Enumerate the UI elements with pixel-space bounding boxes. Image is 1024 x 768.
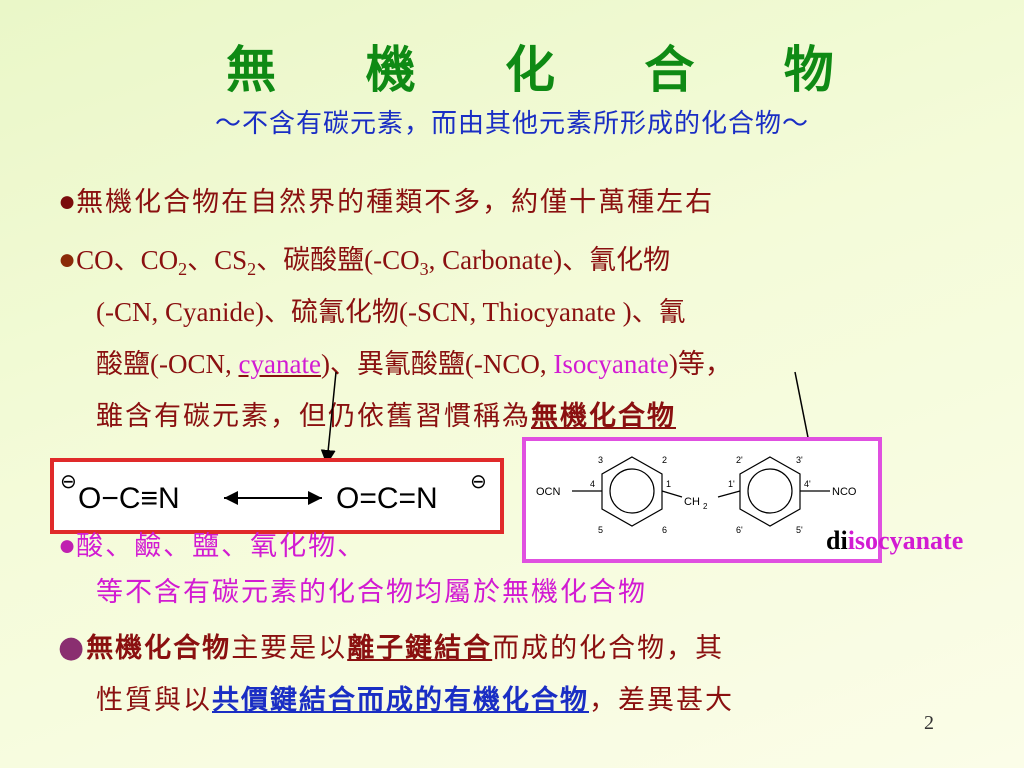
bullet-1-text: 無機化合物在自然界的種類不多，約僅十萬種左右 [76,187,715,218]
bullet-dot-icon: ● [58,243,77,276]
resonance-arrowhead-left-icon [224,491,238,505]
ring-label: 1' [728,479,735,489]
diisocyanate-svg: OCN NCO CH 2 3 2 5 6 1 4 2' 3' 6' 5' 1' … [536,455,857,535]
bridge-ch: CH [684,496,700,508]
slide-subtitle: ～不含有碳元素，而由其他元素所形成的化合物～ [214,109,809,139]
bullet-1: ●無機化合物在自然界的種類不多，約僅十萬種左右 [58,176,978,229]
ring-label: 2' [736,455,743,465]
bullet-4: ●無機化合物主要是以離子鍵結合而成的化合物，其 性質與以共價鍵結合而成的有機化合… [58,622,998,727]
ring-label: 5 [598,525,603,535]
inorganic-keyword: 無機化合物 [531,401,676,432]
cyanate-term: cyanate [238,349,321,379]
bullet-dot-icon: ● [58,630,87,665]
bullet-2-line-1: ●CO、CO2、CS2、碳酸鹽(-CO3, Carbonate)、氰化物 [58,243,671,279]
isocyanate-term: Isocyanate [553,349,669,379]
ring-label: 6' [736,525,743,535]
diisocyanate-structure-diagram: OCN NCO CH 2 3 2 5 6 1 4 2' 3' 6' 5' 1' … [522,437,882,563]
right-structure: O=C=N [336,482,438,515]
ring-label: 3 [598,455,603,465]
bullet-dot-icon: ● [58,185,77,218]
cyanate-resonance-diagram: ⊖ O−C≡N O=C=N ⊖ [50,458,504,534]
slide-title: 無 機 化 合 物 [226,40,870,99]
right-charge: ⊖ [470,469,487,493]
left-group: OCN [536,486,561,498]
right-aromatic-circle [747,468,793,514]
resonance-svg: ⊖ O−C≡N O=C=N ⊖ [60,469,487,515]
resonance-arrowhead-right-icon [308,491,322,505]
ring-label: 3' [796,455,803,465]
bullet-4-line-2: 性質與以共價鍵結合而成的有機化合物，差異甚大 [96,685,734,716]
bullet-2-line-4: 雖含有碳元素，但仍依舊習慣稱為無機化合物 [96,401,676,432]
left-benzene-ring [601,456,663,527]
right-benzene-ring [739,456,801,527]
ring-label: 4 [590,479,595,489]
left-aromatic-circle [609,468,655,514]
cyanate-arrow [320,371,337,465]
diisocyanate-label: diisocyanate [826,526,964,555]
page-number: 2 [924,712,934,734]
bullet-2: ●CO、CO2、CS2、碳酸鹽(-CO3, Carbonate)、氰化物 (-C… [58,234,1018,443]
ring-label: 6 [662,525,667,535]
bullet-dot-icon: ● [58,529,77,562]
left-structure: O−C≡N [78,482,180,515]
bullet-2-line-3: 酸鹽(-OCN, cyanate)、異氰酸鹽(-NCO, Isocyanate)… [96,349,732,379]
ring-label: 2 [662,455,667,465]
bullet-2-line-2: (-CN, Cyanide)、硫氰化物(-SCN, Thiocyanate )、… [96,297,686,327]
bullet-3-line-1: ●酸、鹼、鹽、氧化物、 [58,529,367,562]
ring-label: 4' [804,479,811,489]
right-group: NCO [832,486,857,498]
bullet-3-line-2: 等不含有碳元素的化合物均屬於無機化合物 [96,577,647,608]
left-charge: ⊖ [60,469,77,493]
ring-label: 5' [796,525,803,535]
bridge-sub: 2 [703,502,708,511]
ring-label: 1 [666,479,671,489]
bullet-4-line-1: ●無機化合物主要是以離子鍵結合而成的化合物，其 [58,630,725,665]
bullet-3: ●酸、鹼、鹽、氧化物、 等不含有碳元素的化合物均屬於無機化合物 [58,520,818,619]
